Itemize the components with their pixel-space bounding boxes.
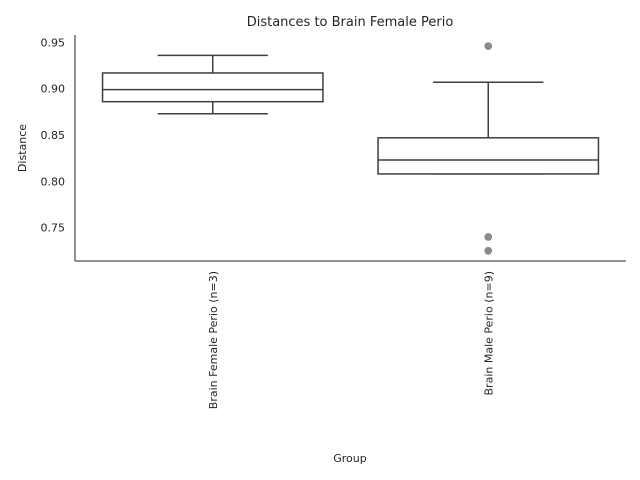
y-tick-label: 0.85 — [41, 129, 66, 142]
y-axis-ticks: 0.75 0.80 0.85 0.90 0.95 — [41, 36, 66, 234]
y-tick-label: 0.75 — [41, 222, 66, 235]
y-axis-label: Distance — [16, 124, 29, 172]
box-group — [101, 54, 324, 115]
chart-title: Distances to Brain Female Perio — [247, 15, 454, 30]
outlier-point — [484, 247, 493, 255]
iqr-box — [101, 72, 324, 103]
box-group — [377, 42, 600, 255]
outlier-point — [484, 42, 493, 50]
iqr-box — [377, 137, 600, 175]
x-axis-ticks: Brain Female Perio (n=3) Brain Male Perio… — [207, 271, 496, 409]
x-tick-label: Brain Male Perio (n=9) — [482, 271, 495, 395]
box-series — [101, 42, 600, 255]
x-tick-label: Brain Female Perio (n=3) — [207, 271, 220, 409]
y-tick-label: 0.95 — [41, 36, 66, 49]
outlier-point — [484, 233, 493, 241]
y-tick-label: 0.90 — [41, 83, 66, 96]
y-tick-label: 0.80 — [41, 175, 66, 188]
x-axis-label: Group — [333, 452, 367, 465]
